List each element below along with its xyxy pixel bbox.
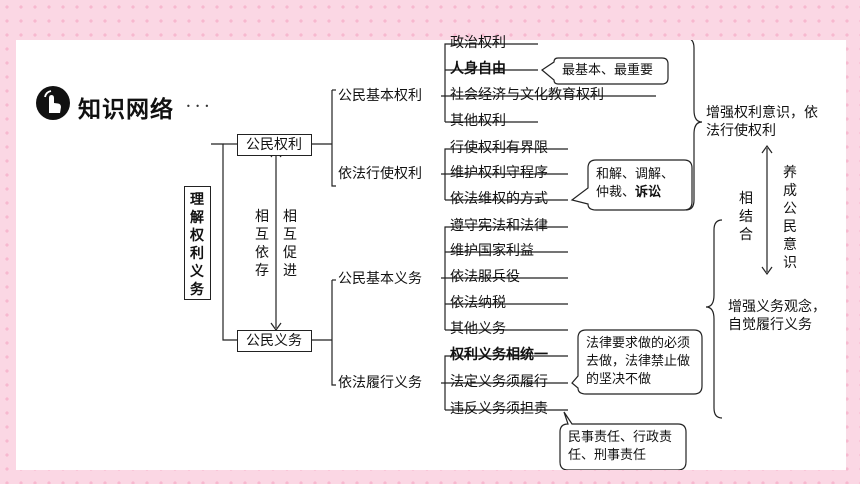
root-box: 理解权利义务 xyxy=(184,186,211,300)
relation-right: 相互促进 xyxy=(283,209,297,279)
list-item: 维护权利守程序 xyxy=(450,165,548,181)
list-item: 法定义务须履行 xyxy=(450,374,548,390)
duties-box: 公民义务 xyxy=(237,330,312,352)
list-item: 其他义务 xyxy=(450,321,506,337)
rights-label: 公民权利 xyxy=(246,137,302,153)
list-item: 社会经济与文化教育权利 xyxy=(450,87,604,103)
root-label: 理解权利义务 xyxy=(190,192,204,298)
list-item: 依法纳税 xyxy=(450,295,506,311)
callout-note: 法律要求做的必须去做，法律禁止做的坚决不做 xyxy=(586,336,691,387)
combine-label: 相结合 xyxy=(739,191,753,243)
list-item: 政治权利 xyxy=(450,35,506,51)
hand-pointer-icon xyxy=(36,86,70,120)
basic-rights-label: 公民基本权利 xyxy=(338,88,422,104)
content-card: 知识网络 • • • xyxy=(16,35,846,470)
list-item: 权利义务相统一 xyxy=(450,347,548,363)
relation-left: 相互依存 xyxy=(255,209,269,279)
perform-duties-label: 依法履行义务 xyxy=(338,375,422,391)
title-dots: • • • xyxy=(186,102,211,111)
section-header: 知识网络 • • • xyxy=(16,40,246,123)
callout-note: 和解、调解、 仲裁、诉讼 xyxy=(596,167,675,200)
page-title: 知识网络 xyxy=(78,97,174,123)
callout-note: 最基本、最重要 xyxy=(562,63,654,78)
exercise-rights-label: 依法行使权利 xyxy=(338,166,422,182)
list-item: 遵守宪法和法律 xyxy=(450,218,548,234)
rights-box: 公民权利 xyxy=(237,134,312,156)
duties-label: 公民义务 xyxy=(246,333,302,349)
duty-awareness-text: 增强义务观念，自觉履行义务 xyxy=(728,299,826,333)
list-item: 维护国家利益 xyxy=(450,243,534,259)
rights-awareness-text: 增强权利意识，依法行使权利 xyxy=(706,105,818,139)
list-item: 其他权利 xyxy=(450,113,506,129)
list-item: 违反义务须担责 xyxy=(450,401,548,417)
callout-note: 民事责任、行政责任、刑事责任 xyxy=(568,430,673,463)
citizen-awareness-label: 养成公民意识 xyxy=(783,165,797,271)
connector-lines xyxy=(211,40,773,470)
basic-duties-label: 公民基本义务 xyxy=(338,271,422,287)
list-item: 行使权利有界限 xyxy=(450,140,548,156)
list-item: 依法服兵役 xyxy=(450,269,520,285)
list-item: 依法维权的方式 xyxy=(450,191,548,207)
list-item: 人身自由 xyxy=(450,61,506,77)
